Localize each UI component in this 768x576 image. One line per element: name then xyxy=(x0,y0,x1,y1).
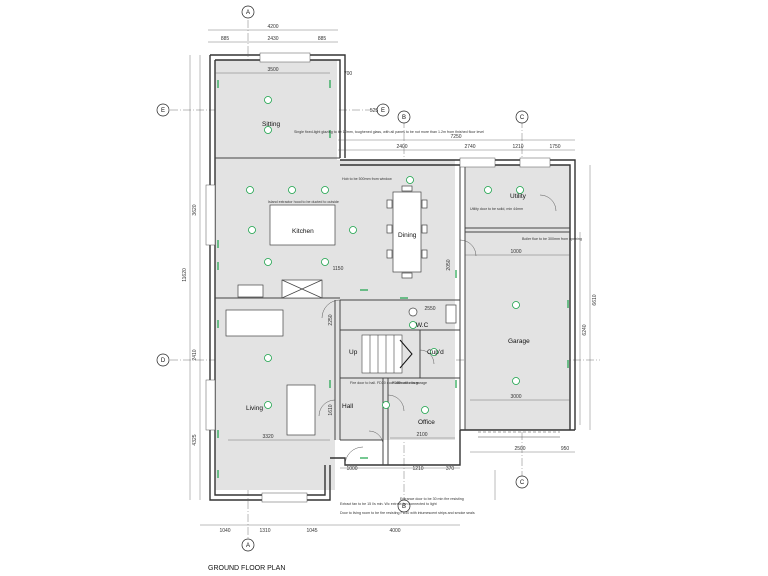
room-label-dining: Dining xyxy=(398,232,417,239)
room-label-kitchen: Kitchen xyxy=(292,228,314,235)
grid-bubble-a-bottom: A xyxy=(241,538,255,552)
grid-bubble-c-bottom: C xyxy=(515,475,529,489)
note-bottom-1: Extract fan to be 15 l/s min. Wc extract… xyxy=(340,502,437,506)
note-bottom-3: Entrance door to be 30 min fire resistin… xyxy=(400,497,464,501)
grid-label-b-top: B xyxy=(402,115,406,121)
dim-mid-a: 2400 xyxy=(396,144,407,150)
note-kitchen: Island extractor hood to be ducted to ou… xyxy=(268,200,339,204)
annotation-notes: Single fixed-light glazing to be 10mm, t… xyxy=(268,130,582,515)
dim-sitting-width: 3500 xyxy=(267,67,278,73)
dimension-lines xyxy=(189,29,591,526)
dim-living-w: 3320 xyxy=(262,434,273,440)
note-utility: Utility door to be solid, min 44mm xyxy=(470,207,523,211)
furniture xyxy=(225,185,457,436)
room-label-garage: Garage xyxy=(508,338,530,345)
dim-left-lower: 4325 xyxy=(192,434,198,445)
living-coffee-table xyxy=(286,384,316,436)
dim-bottom-b: 1310 xyxy=(259,528,270,534)
dimension-texts: 4200 885 2430 885 3500 7250 2400 2740 12… xyxy=(182,24,598,534)
internal-walls xyxy=(215,157,570,465)
garage-door xyxy=(478,431,560,438)
dim-office-w: 2100 xyxy=(416,432,427,438)
dim-utility-w: 1750 xyxy=(549,144,560,150)
drawing-title: GROUND FLOOR PLAN xyxy=(208,565,285,572)
dim-left-total: 11620 xyxy=(182,268,188,282)
note-boiler: Boiler flue to be 300mm from opening xyxy=(522,237,582,241)
dim-small-a: 700 xyxy=(344,71,353,77)
grid-label-c-bottom: C xyxy=(520,480,525,486)
dining-table xyxy=(392,191,422,273)
room-label-wc: W.C xyxy=(416,322,429,329)
dim-wc-w: 2550 xyxy=(424,306,435,312)
staircase xyxy=(361,334,413,374)
dim-bottom-d: 4000 xyxy=(389,528,400,534)
grid-label-d-left: D xyxy=(161,358,166,364)
grid-bubble-e-right: E xyxy=(376,103,390,117)
external-walls xyxy=(209,54,576,501)
grid-bubble-e-left: E xyxy=(156,103,170,117)
dim-mid-c: 1210 xyxy=(512,144,523,150)
kitchen-sink xyxy=(237,284,264,298)
room-labels: Sitting Kitchen Dining Utility Garage W.… xyxy=(246,121,530,426)
dim-bottom-g: 370 xyxy=(446,466,455,472)
room-label-up: Up xyxy=(349,349,358,356)
dim-garage-depth: 6610 xyxy=(592,294,598,305)
wc-pan xyxy=(445,304,457,324)
kitchen-island xyxy=(269,204,336,246)
switch-symbols xyxy=(217,80,569,478)
dim-bottom-f: 1210 xyxy=(412,466,423,472)
room-label-living: Living xyxy=(246,405,263,412)
note-sitting: Single fixed-light glazing to be 10mm, t… xyxy=(294,130,484,134)
dim-top-left: 885 xyxy=(221,36,230,42)
grid-label-a-bottom: A xyxy=(246,543,250,549)
dim-bottom-c: 1045 xyxy=(306,528,317,534)
grid-label-a-top: A xyxy=(246,10,250,16)
dim-dining-h: 2050 xyxy=(446,259,452,270)
grid-bubble-c-top: C xyxy=(515,110,529,124)
dim-top-mid: 2430 xyxy=(267,36,278,42)
grid-label-b-bottom: B xyxy=(402,504,406,510)
dim-left-mid: 2410 xyxy=(192,349,198,360)
dim-utility-door: 1000 xyxy=(510,249,521,255)
note-office: FD30s door to garage xyxy=(392,381,427,385)
dim-garage-side: 950 xyxy=(561,446,570,452)
grid-bubble-a-top: A xyxy=(241,5,255,19)
windows xyxy=(205,52,551,503)
door-swings xyxy=(318,194,557,466)
dim-garage-w: 3000 xyxy=(510,394,521,400)
grid-label-c-top: C xyxy=(520,115,525,121)
note-bottom-2: Door to living room to be fire resisting… xyxy=(340,511,475,515)
grid-label-e-right: E xyxy=(381,108,385,114)
room-label-hall: Hall xyxy=(342,403,354,410)
dim-mid-b: 2740 xyxy=(464,144,475,150)
dim-bottom-e: 1000 xyxy=(346,466,357,472)
electrical-symbols xyxy=(246,96,524,414)
grid-bubble-d-left: D xyxy=(156,353,170,367)
dim-garage-bottom: 2500 xyxy=(514,446,525,452)
dim-top-right: 885 xyxy=(318,36,327,42)
note-hob: Hob to be 500mm from window xyxy=(342,177,392,181)
wc-basin xyxy=(408,307,418,317)
living-sofa xyxy=(225,309,284,337)
dim-left-upper: 3620 xyxy=(192,204,198,215)
room-label-cupd: Cup'd xyxy=(427,349,444,356)
dim-bottom-a: 1040 xyxy=(219,528,230,534)
dim-hall-gap: 1610 xyxy=(328,404,334,415)
room-label-office: Office xyxy=(418,419,435,426)
dim-top-total: 4200 xyxy=(267,24,278,30)
grid-label-e-left: E xyxy=(161,108,165,114)
dim-stair: 2250 xyxy=(328,314,334,325)
dim-small-c: 525 xyxy=(370,108,379,114)
dim-small-b: 1150 xyxy=(333,266,344,272)
dim-mid-run: 7250 xyxy=(450,134,461,140)
room-label-sitting: Sitting xyxy=(262,121,280,128)
room-label-utility: Utility xyxy=(510,193,527,200)
note-stair: Fire door to hall. FD30 door with self c… xyxy=(350,381,419,385)
grid-bubble-b-top: B xyxy=(397,110,411,124)
dim-garage-inner: 6240 xyxy=(582,324,588,335)
grid-bubble-b-bottom: B xyxy=(397,499,411,513)
